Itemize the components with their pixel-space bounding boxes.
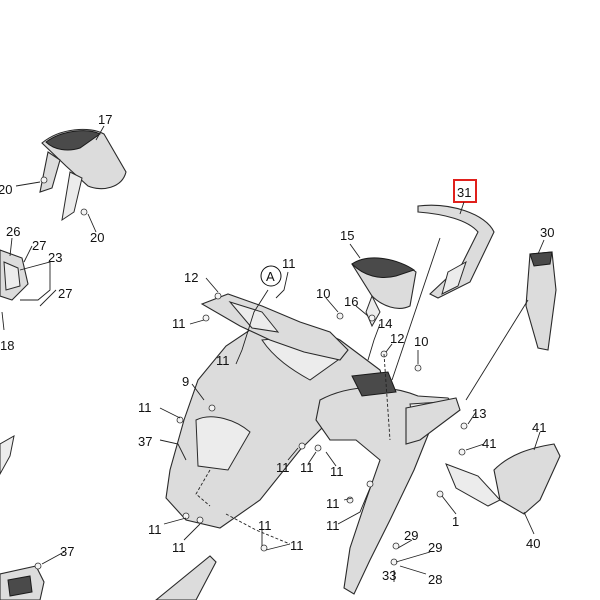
callout-31: 31: [457, 185, 471, 200]
callout-11: 11: [326, 518, 340, 533]
leader-20b: [87, 213, 97, 233]
bolt: [80, 208, 88, 216]
callout-11: 11: [148, 522, 162, 537]
callout-labels: 17 20 20 26 27 23 27 18 15 31 30 12 11 1…: [0, 112, 554, 587]
callout-41: 41: [482, 436, 496, 451]
callout-28: 28: [428, 572, 442, 587]
callout-40: 40: [526, 536, 540, 551]
callout-11: 11: [290, 538, 304, 553]
callout-17: 17: [98, 112, 112, 127]
callout-27: 27: [32, 238, 46, 253]
leader-27b: [39, 289, 57, 307]
part-31-upper-strip[interactable]: [417, 204, 495, 299]
callout-41: 41: [532, 420, 546, 435]
callout-11: 11: [172, 316, 186, 331]
dashed-leaders: [195, 353, 391, 545]
callout-10: 10: [316, 286, 330, 301]
callout-23: 23: [48, 250, 62, 265]
part-37-lower-cover[interactable]: [0, 565, 45, 600]
part-lower-trim[interactable]: [155, 555, 217, 600]
part-15-cover[interactable]: [351, 257, 417, 328]
callout-20: 20: [90, 230, 104, 245]
reference-marker-a-label: A: [266, 269, 275, 284]
bolts: [34, 292, 468, 570]
callout-10: 10: [414, 334, 428, 349]
callout-11: 11: [300, 460, 314, 475]
callout-11: 11: [282, 256, 296, 271]
reference-marker-a: A: [260, 265, 282, 287]
leader-31-down: [391, 237, 441, 381]
callout-29: 29: [404, 528, 418, 543]
leader-30: [537, 239, 545, 255]
callout-30: 30: [540, 225, 554, 240]
callout-18: 18: [0, 338, 14, 353]
part-40-lower-panel[interactable]: [445, 443, 561, 515]
part-13-side-cover[interactable]: [405, 397, 461, 445]
part-30-side-panel[interactable]: [525, 251, 557, 351]
callout-11: 11: [216, 353, 230, 368]
callout-11: 11: [138, 400, 152, 415]
left-edge-trim: [0, 435, 15, 476]
part-17-visor[interactable]: [39, 128, 127, 222]
callout-9: 9: [182, 374, 189, 389]
callout-33: 33: [382, 568, 396, 583]
callout-16: 16: [344, 294, 358, 309]
leader-15: [349, 243, 361, 259]
part-14-headlight-bracket[interactable]: [200, 293, 349, 361]
callout-20: 20: [0, 182, 12, 197]
leader-26: [9, 237, 13, 257]
callout-12: 12: [184, 270, 198, 285]
leader-18: [1, 311, 5, 331]
callout-37: 37: [60, 544, 74, 559]
callout-13: 13: [472, 406, 486, 421]
leader-17: [95, 125, 105, 141]
callout-27: 27: [58, 286, 72, 301]
callout-26: 26: [6, 224, 20, 239]
callout-29: 29: [428, 540, 442, 555]
callout-15: 15: [340, 228, 354, 243]
callout-14: 14: [378, 316, 392, 331]
callout-11: 11: [276, 460, 290, 475]
callout-1: 1: [452, 514, 459, 529]
leader-20a: [15, 181, 41, 187]
callout-11: 11: [326, 496, 340, 511]
leader-23: [19, 261, 51, 301]
callout-12: 12: [390, 331, 404, 346]
bolt: [40, 176, 48, 184]
highlight-box-31: [453, 179, 477, 203]
callout-11: 11: [258, 518, 272, 533]
callout-11: 11: [330, 464, 344, 479]
leader-27a: [23, 245, 33, 263]
part-27-bracket[interactable]: [0, 249, 29, 301]
callout-11: 11: [172, 540, 186, 555]
callout-37: 37: [138, 434, 152, 449]
leader-30-down: [465, 299, 529, 401]
leader-31: [459, 201, 465, 215]
